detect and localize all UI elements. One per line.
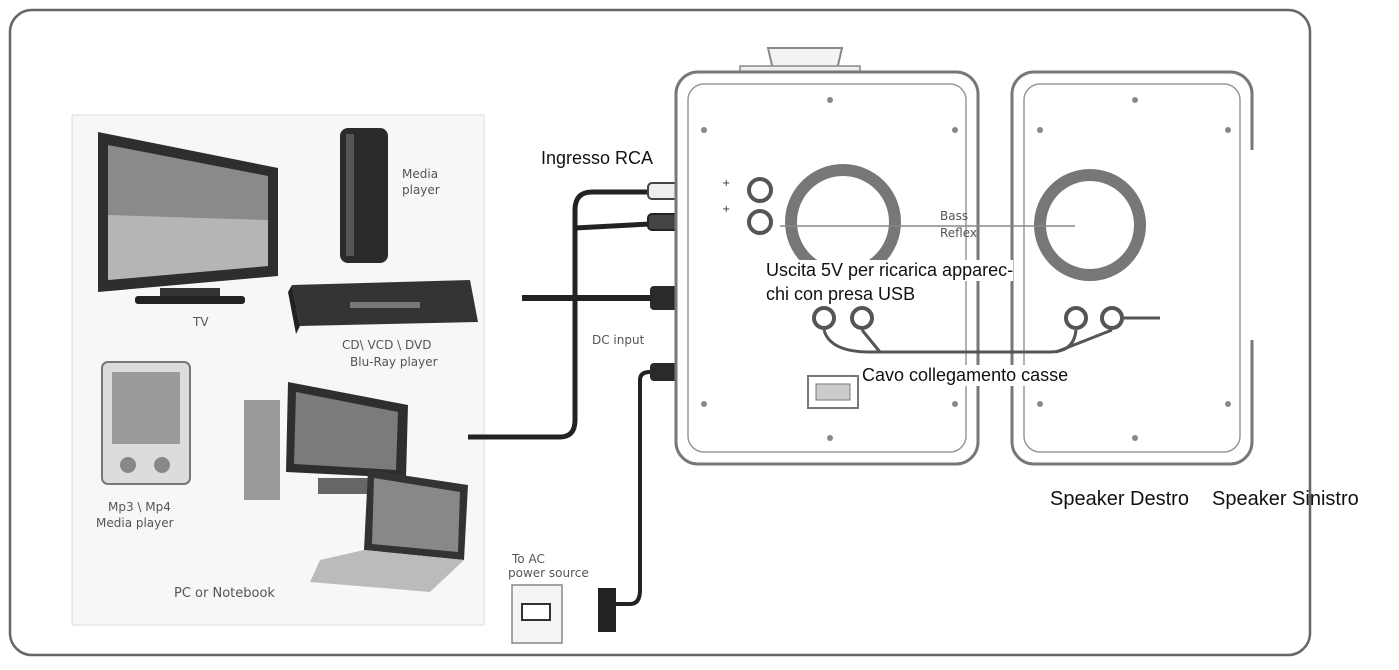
mp3-label-2: Media player <box>96 516 174 530</box>
usb-output-label-1: Uscita 5V per ricarica apparec- <box>766 260 1014 281</box>
dc-cable <box>612 370 651 606</box>
media-player-label-1: Media <box>402 167 439 181</box>
bass-reflex-right <box>785 164 901 280</box>
speaker-cable-label: Cavo collegamento casse <box>862 365 1069 386</box>
rca-jack-red <box>747 209 773 235</box>
to-ac-label-1: To AC <box>512 552 545 566</box>
to-ac-label-2: power source <box>508 566 589 580</box>
bass-reflex-label-2: Reflex <box>940 226 978 240</box>
tv-icon <box>98 132 278 304</box>
media-player-label-2: player <box>402 183 440 197</box>
dc-input-label: DC input <box>592 333 645 347</box>
speaker-out-2 <box>850 306 874 330</box>
pc-label: PC or Notebook <box>174 586 275 601</box>
speaker-left-label: Speaker Sinistro <box>1212 488 1359 510</box>
rca-input-label: Ingresso RCA <box>541 148 654 168</box>
ac-adapter <box>598 588 616 632</box>
speaker-in-2 <box>1100 306 1124 330</box>
speaker-left <box>1010 70 1254 466</box>
dvd-label-1: CD\ VCD \ DVD <box>342 338 432 352</box>
dvd-player-icon <box>288 280 478 334</box>
mp3-player-icon <box>101 361 191 485</box>
speaker-right-label: Speaker Destro <box>1050 488 1189 510</box>
media-player-icon <box>340 128 388 263</box>
svg-text:+: + <box>722 204 730 215</box>
dvd-label-2: Blu-Ray player <box>350 355 438 369</box>
pc-notebook-icon <box>244 382 468 592</box>
speaker-in-1 <box>1064 306 1088 330</box>
mp3-label-1: Mp3 \ Mp4 <box>108 500 171 514</box>
svg-text:+: + <box>722 178 730 189</box>
rca-jack-white <box>747 177 773 203</box>
usb-output-label-2: chi con presa USB <box>766 284 916 305</box>
speaker-cable <box>822 329 1078 354</box>
rca-cable-white <box>468 189 650 440</box>
bass-reflex-label-1: Bass <box>940 209 969 223</box>
tv-label: TV <box>193 315 209 329</box>
bass-reflex-left <box>1034 169 1146 281</box>
speaker-out-1 <box>812 306 836 330</box>
rca-cable-red <box>574 221 651 231</box>
ac-outlet <box>511 584 563 644</box>
